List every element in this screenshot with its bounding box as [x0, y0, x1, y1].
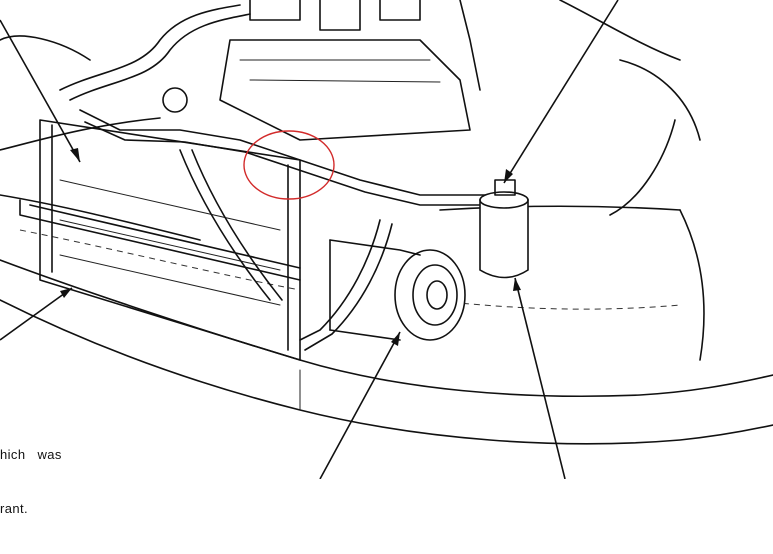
refrigerant-hoses	[59, 4, 501, 351]
compressor	[329, 239, 466, 341]
diagram-canvas: hich was rant.	[0, 0, 773, 516]
arrow-callout-top-right	[503, 0, 619, 184]
arrow-callout-top-left	[0, 19, 81, 163]
engine-bay-diagram	[0, 0, 773, 479]
receiver-dryer	[479, 179, 529, 279]
arrow-callout-bottom-right	[513, 277, 566, 479]
arrow-callout-left	[0, 287, 73, 341]
arrow-callout-bottom-center	[319, 331, 401, 479]
highlight-circle	[243, 130, 335, 200]
text-note-line-1: hich was	[0, 447, 62, 462]
car-body-outline	[0, 0, 773, 445]
text-note: hich was rant.	[0, 410, 62, 554]
text-note-line-2: rant.	[0, 501, 29, 516]
engine-cover	[162, 0, 471, 141]
